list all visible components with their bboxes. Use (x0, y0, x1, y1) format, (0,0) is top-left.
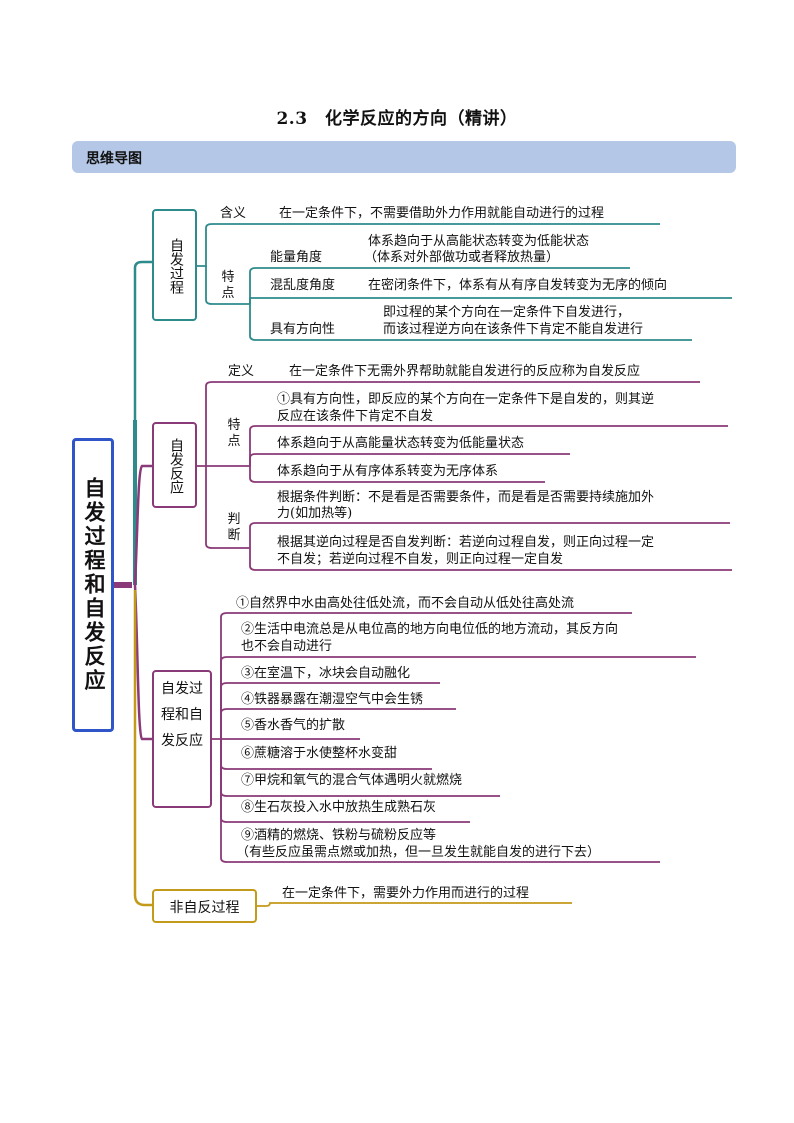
b2-td1-line1: ①具有方向性，即反应的某个方向在一定条件下是自发的，则其逆 (277, 392, 655, 407)
b3-item-9a: ⑨酒精的燃烧、铁粉与硫粉反应等 (241, 828, 437, 843)
b3-item-6: ⑥蔗糖溶于水使整杯水变甜 (241, 746, 398, 761)
b1-fangxiang-label: 具有方向性 (270, 322, 336, 337)
node-zifa-guocheng (152, 209, 197, 321)
node-fei-zifa (152, 889, 257, 923)
b2-pd2-line1: 根据其逆向过程是否自发判断：若逆向过程自发，则正向过程一定 (277, 535, 655, 550)
root-label: 自发过程和自发反应 (82, 477, 107, 693)
b3-item-5: ⑤香水香气的扩散 (241, 718, 346, 733)
b3-item-7: ⑦甲烷和氧气的混合气体遇明火就燃烧 (241, 773, 463, 788)
b2-td1-line2: 反应在该条件下肯定不自发 (277, 409, 434, 424)
root-node: 自发过程和自发反应 (72, 438, 114, 732)
section-banner: 思维导图 (72, 141, 736, 173)
b1-nengliang-text1: 体系趋向于从高能状态转变为低能状态 (368, 234, 590, 249)
b2-dingyi-text: 在一定条件下无需外界帮助就能自发进行的反应称为自发反应 (289, 364, 641, 379)
b3-item-9b: （有些反应虽需点燃或加热，但一旦发生就能自发的进行下去） (236, 845, 601, 860)
b3-item-1: ①自然界中水由高处往低处流，而不会自动从低处往高处流 (236, 596, 575, 611)
b1-hanyi-label: 含义 (220, 206, 247, 221)
b3-item-8: ⑧生石灰投入水中放热生成熟石灰 (241, 800, 437, 815)
b1-nengliang-label: 能量角度 (270, 250, 323, 265)
b2-pd2-line2: 不自发；若逆向过程不自发，则正向过程一定自发 (277, 552, 564, 567)
node-fei-zifa-label: 非自反过程 (169, 900, 240, 916)
b3-item-4: ④铁器暴露在潮湿空气中会生锈 (241, 692, 424, 707)
b2-td3: 体系趋向于从有序体系转变为无序体系 (277, 464, 499, 479)
b1-tedian-label: 特点 (221, 270, 235, 301)
section-banner-label: 思维导图 (86, 151, 142, 167)
b1-hunluan-text: 在密闭条件下，体系有从有序自发转变为无序的倾向 (368, 278, 668, 293)
node-zifa-fanying (152, 422, 197, 508)
b4-text: 在一定条件下，需要外力作用而进行的过程 (282, 886, 530, 901)
b3-item-3: ③在室温下，冰块会自动融化 (241, 666, 411, 681)
b2-td2: 体系趋向于从高能量状态转变为低能量状态 (277, 436, 525, 451)
b2-tedian-label: 特点 (227, 418, 241, 449)
page-title: 2.3 化学反应的方向（精讲） (276, 109, 518, 129)
b1-fangxiang-text1: 即过程的某个方向在一定条件下自发进行， (383, 305, 631, 320)
b3-item-2b: 也不会自动进行 (241, 639, 333, 654)
node-examples-label: 自发过程和自发反应 (161, 681, 203, 749)
b1-nengliang-text2: （体系对外部做功或者释放热量） (364, 250, 560, 265)
node-zifa-guocheng-label: 自发过程 (168, 238, 184, 294)
node-examples (152, 670, 212, 808)
b2-pd1-line2: 力(如加热等) (277, 506, 353, 521)
b1-hunluan-label: 混乱度角度 (270, 278, 336, 293)
b1-hanyi-text: 在一定条件下，不需要借助外力作用就能自动进行的过程 (279, 206, 605, 221)
node-zifa-fanying-label: 自发反应 (168, 438, 184, 494)
b2-pd1-line1: 根据条件判断：不是看是否需要条件，而是看是否需要持续施加外 (277, 490, 655, 505)
b2-dingyi-label: 定义 (228, 364, 255, 379)
b2-panduan-label: 判断 (227, 512, 241, 543)
b1-fangxiang-text2: 而该过程逆方向在该条件下肯定不能自发进行 (383, 322, 644, 337)
b3-item-2a: ②生活中电流总是从电位高的地方向电位低的地方流动，其反方向 (241, 622, 619, 637)
